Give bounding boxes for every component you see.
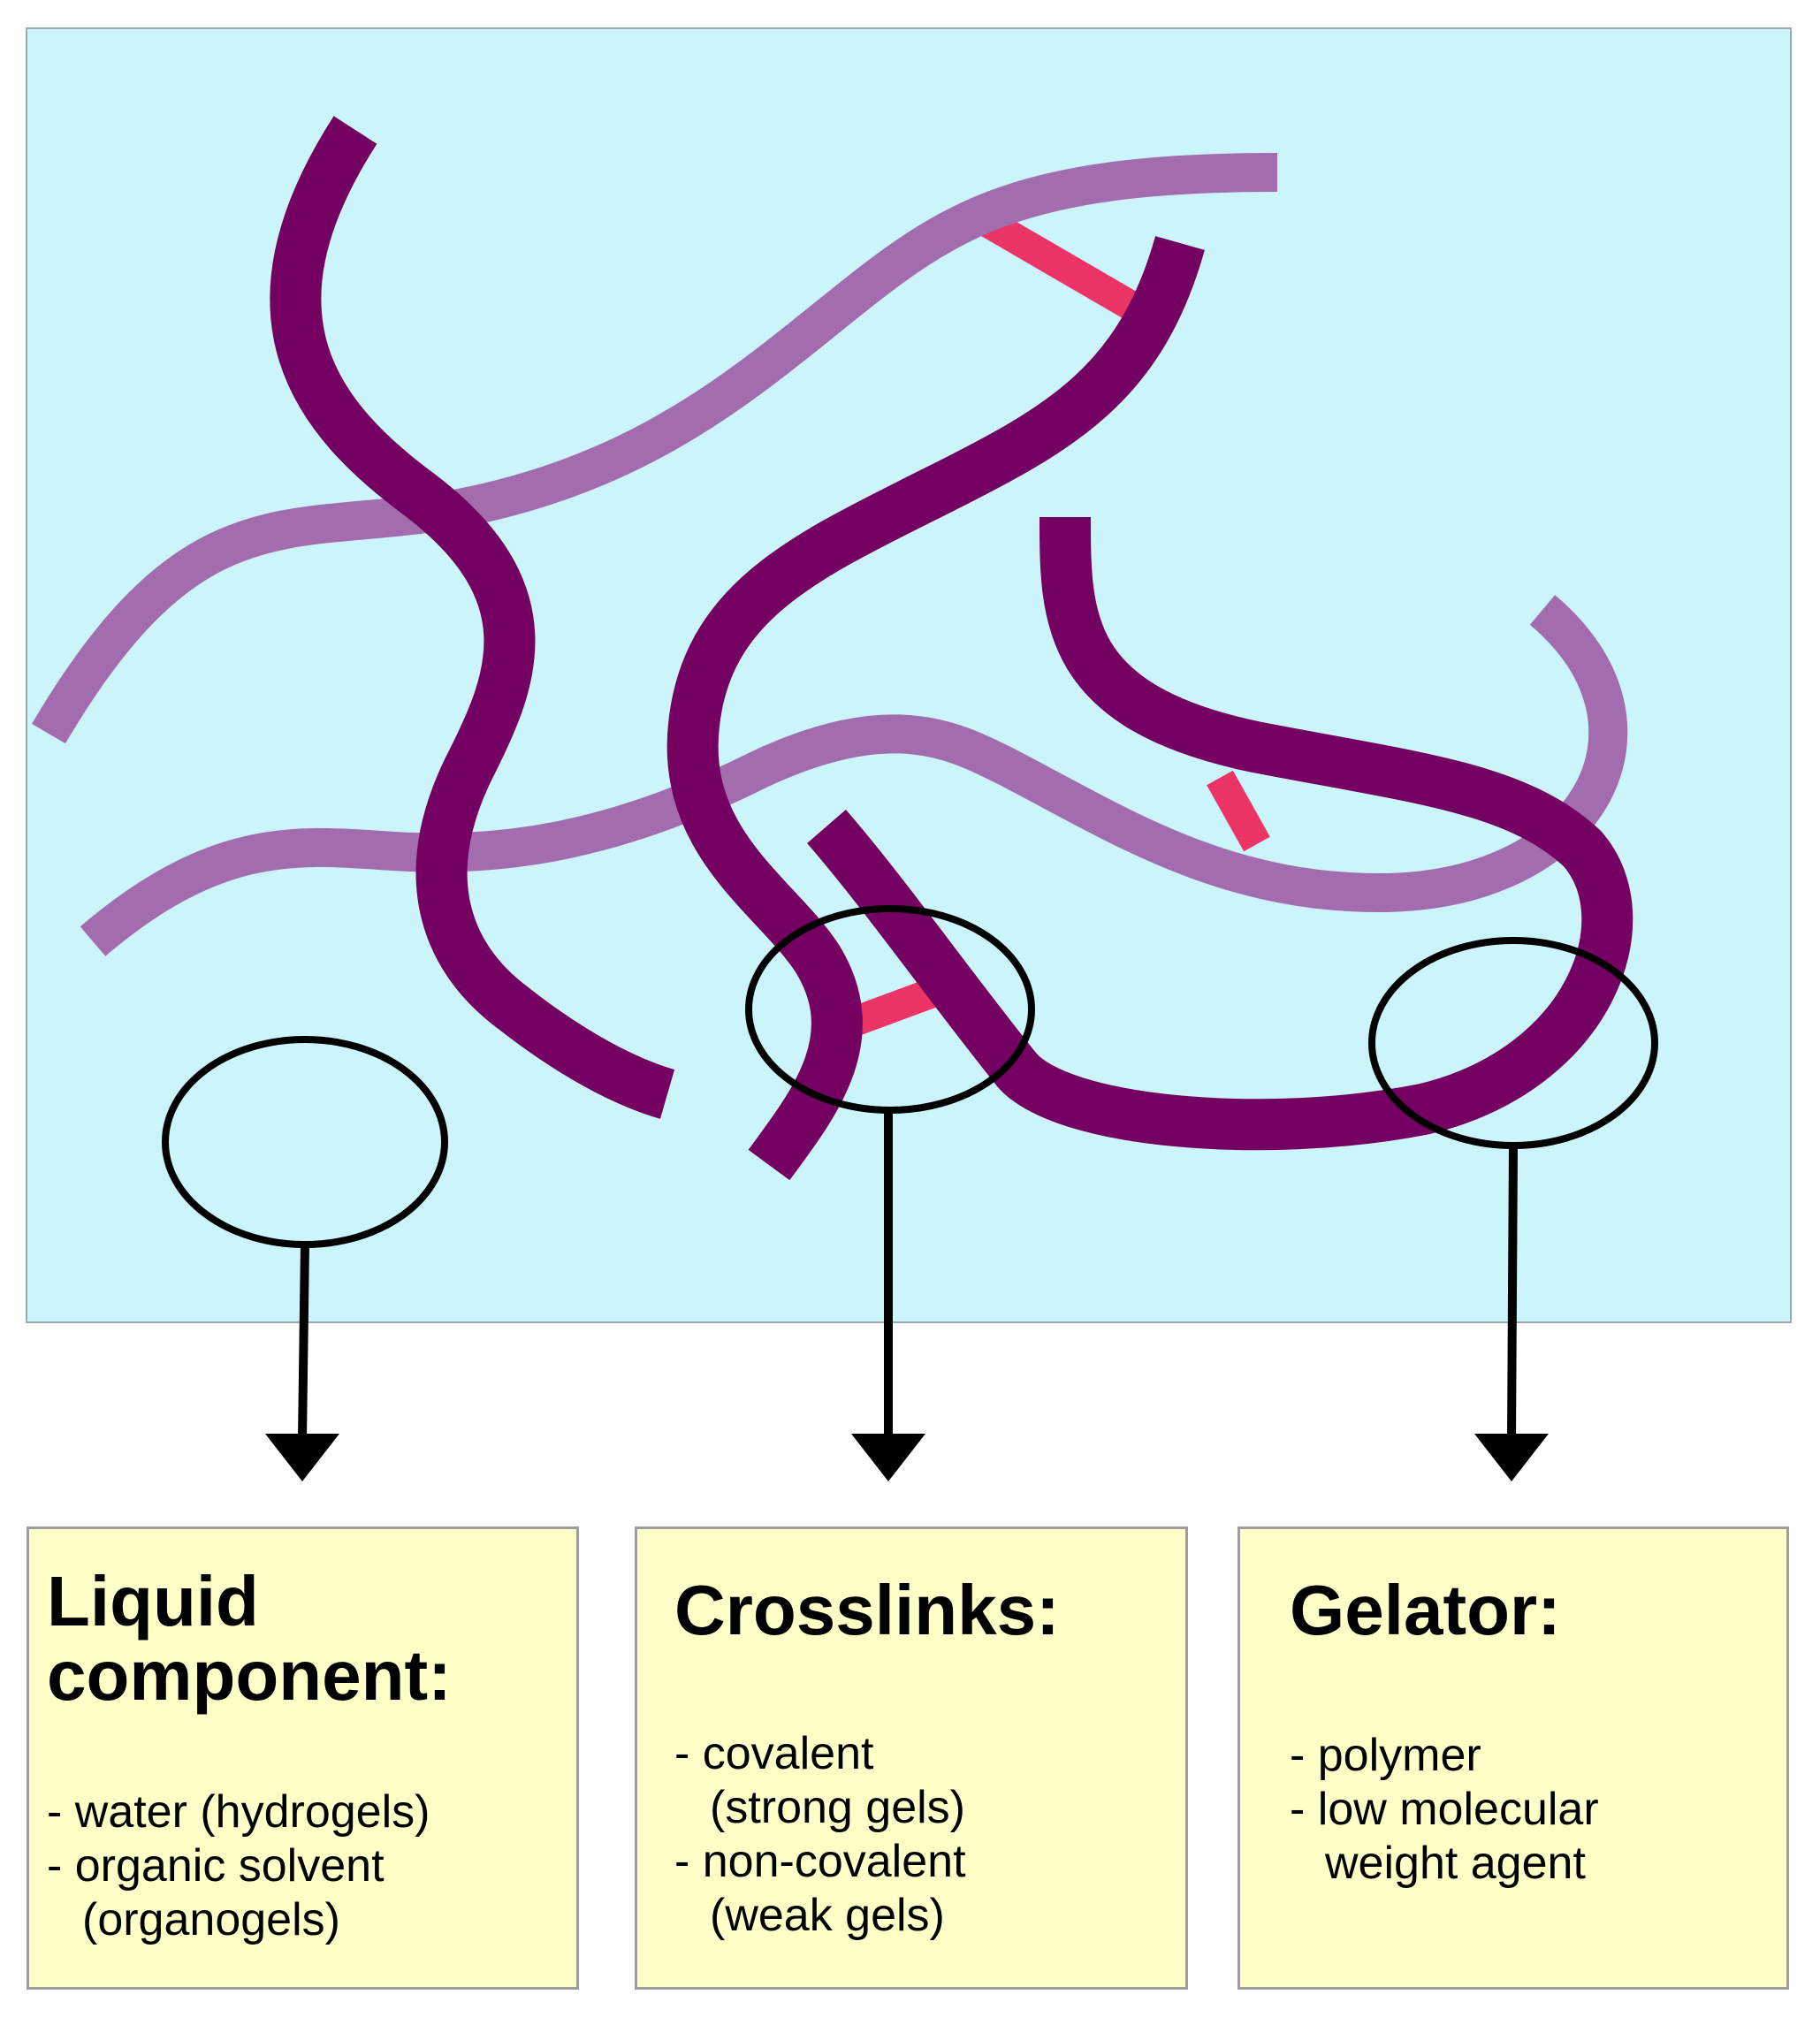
- liquid-title-line1: Liquid: [47, 1562, 259, 1641]
- light-polymer-chain-upper: [32, 153, 1278, 744]
- crosslink-top: [980, 209, 1148, 324]
- crosslinks-title: Crosslinks:: [674, 1571, 1060, 1649]
- liquid-item-water: water (hydrogels): [47, 1785, 576, 1839]
- liquid-title-line2: component:: [47, 1636, 452, 1715]
- crosslink-right: [1207, 770, 1270, 852]
- light-polymer-chain-lower: [80, 595, 1628, 956]
- gelator-box: Gelator: polymer low molecular weight ag…: [1237, 1526, 1789, 1990]
- liquid-items-list: water (hydrogels) organic solvent (organ…: [47, 1785, 576, 1947]
- liquid-component-box: Liquid component: water (hydrogels) orga…: [27, 1526, 579, 1990]
- gelator-title: Gelator:: [1290, 1571, 1561, 1649]
- gelator-arrow: [1474, 1145, 1549, 1481]
- crosslinks-item-weak-gels: (weak gels): [710, 1890, 945, 1941]
- crosslinks-items-list: covalent (strong gels) non-covalent (wea…: [674, 1727, 1185, 1943]
- gelator-item-weight-agent: weight agent: [1325, 1838, 1586, 1889]
- liquid-item-organogels: (organogels): [82, 1894, 340, 1945]
- gelator-item-polymer: polymer: [1290, 1729, 1786, 1783]
- crosslinks-item-strong-gels: (strong gels): [710, 1782, 965, 1833]
- liquid-arrow: [265, 1244, 339, 1481]
- gelator-item-low-molecular: low molecular: [1290, 1783, 1786, 1837]
- dark-polymer-chain-left: [270, 116, 675, 1119]
- crosslinks-box: Crosslinks: covalent (strong gels) non-c…: [635, 1526, 1188, 1990]
- gelator-items-list: polymer low molecular weight agent: [1290, 1729, 1786, 1891]
- liquid-item-organic-solvent: organic solvent: [47, 1839, 576, 1893]
- dark-polymer-chain-middle: [666, 236, 1205, 1181]
- crosslinks-item-non-covalent: non-covalent: [674, 1835, 1185, 1889]
- crosslink-arrow: [851, 1110, 925, 1481]
- crosslinks-item-covalent: covalent: [674, 1727, 1185, 1781]
